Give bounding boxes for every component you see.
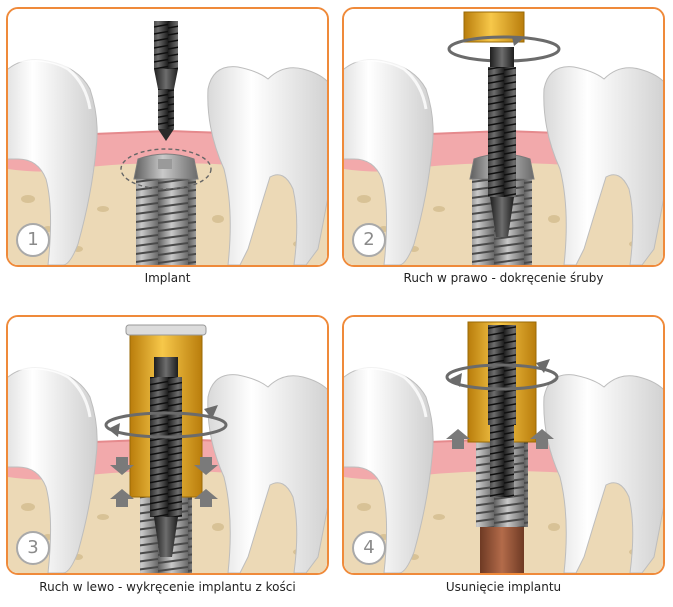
step-number-badge: 3 xyxy=(16,531,50,565)
rotate-arrow-icon xyxy=(512,37,524,46)
step-1-panel: 1 xyxy=(6,7,329,267)
step-3-panel: 3 xyxy=(6,315,329,575)
implant-unscrewing-illustration xyxy=(8,317,327,573)
direction-arrows-icon xyxy=(110,457,218,507)
lift-arrows-icon xyxy=(446,429,554,449)
rotate-arrow-icon xyxy=(536,359,550,373)
step-number-badge: 1 xyxy=(16,223,50,257)
screw-tightening-illustration xyxy=(344,9,663,265)
rotate-arrow-icon xyxy=(204,405,218,419)
implant-removal-illustration xyxy=(344,317,663,573)
step-number-badge: 4 xyxy=(352,531,386,565)
implant-illustration xyxy=(8,9,327,265)
step-1-caption: Implant xyxy=(144,271,191,285)
step-3-caption: Ruch w lewo - wykręcenie implantu z kośc… xyxy=(39,580,296,594)
step-4-panel: 4 xyxy=(342,315,665,575)
step-2-caption: Ruch w prawo - dokręcenie śruby xyxy=(403,271,604,285)
step-4-caption: Usunięcie implantu xyxy=(445,580,562,594)
step-2-panel: 2 xyxy=(342,7,665,267)
step-number-badge: 2 xyxy=(352,223,386,257)
